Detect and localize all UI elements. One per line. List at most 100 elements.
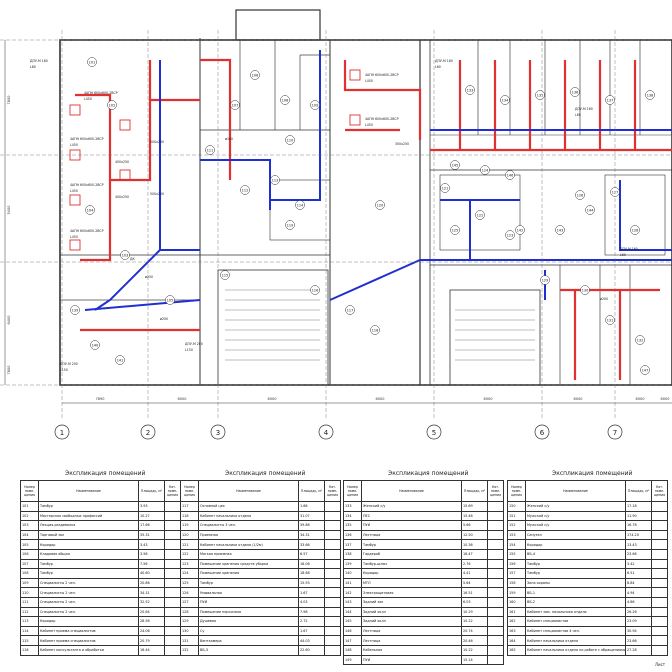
table-header-cell: Номер поме-щения [20,480,39,502]
table-cell [324,644,341,656]
room-number: 103 [122,253,128,257]
table-header-cell: Площадь, м² [298,480,325,502]
table-cell [651,625,668,637]
plan-label: 500х250 [150,140,164,144]
axis-label: 7 [613,429,617,437]
table-cell: Торговый зал [38,529,139,541]
dimension-value: 6000 [376,397,385,401]
plan-label: L60 [620,253,626,257]
plan-label: 4АПН 600х600-2ВСР [70,183,104,187]
table-cell: Кабинет приема специалистов [38,635,139,646]
table-cell [487,529,504,541]
schedule-title: Экспликация помещений [225,470,306,477]
table-cell: ВБ-1 [525,587,626,598]
table-cell: 20.86 [138,577,165,589]
table-cell: ВБ-4 [525,548,626,560]
room-tag: 110 [285,135,295,145]
table-cell: Кладовая общая [38,548,139,560]
table-cell [651,539,668,550]
table-cell: Мужской с/у [525,520,626,531]
table-cell: 142 [343,587,362,598]
plan-label: L150 [185,348,193,352]
table-cell: 137 [343,539,362,550]
table-cell: Мастерская свободных профессий [38,510,139,522]
table-cell: 118 [180,510,199,522]
room-number: 132 [637,338,643,342]
dimension-value: 6000 [178,397,187,401]
table-cell: 15.46 [461,510,488,522]
table-header-cell: Номер поме-щения [507,480,526,502]
dimension-value: 5400 [7,206,11,215]
diffusers [69,69,361,251]
table-cell: Специалисты 2 чел. [38,587,139,598]
table-cell: 3.56 [138,548,165,560]
table-cell [651,577,668,589]
plan-label: 500х250 [150,192,164,196]
table-cell: 116 [20,644,39,656]
room-number: 143 [557,228,563,232]
plan-label: ø160 [225,137,233,141]
table-cell: 10.29 [461,606,488,618]
room-number: 124 [482,168,488,172]
plan-label: 300х250 [395,142,409,146]
dimension-value: 6000 [484,397,493,401]
room-tag: 119 [285,220,295,230]
table-cell: 23.66 [625,635,652,646]
plan-label: L60 [435,65,441,69]
table-cell: 155 [507,548,526,560]
room-tag: 115 [220,270,230,280]
room-number: 126 [577,193,583,197]
table-header-cell: Номер поме-щения [180,480,199,502]
room-number: 141 [117,358,123,362]
table-cell: 164 [507,635,526,646]
plan-label: L450 [70,235,78,239]
room-tag: 143 [555,225,565,235]
table-cell: Тамбур [361,539,462,550]
table-cell: ВБ-3 [198,644,299,656]
table-cell: 174.20 [625,529,652,541]
sheet-note: Лист [655,662,666,667]
table-cell [487,548,504,560]
room-number: 128 [632,228,638,232]
table-cell: 114 [20,625,39,637]
table-cell: 3.42 [625,558,652,570]
table-cell [651,548,668,560]
table-cell [164,606,181,618]
table-cell: 107 [20,558,39,570]
ventilation-floor-plan: 4АПН 600х600-2ВСР L450 4АПН 600х600-2ВСР L4… [0,9,672,440]
room-tag: 147 [640,365,650,375]
table-cell: 108 [20,568,39,579]
room-number: 104 [87,208,93,212]
plan-label: 4АПН 600х600-2ВСР [365,117,399,121]
plan-label: L60 [30,65,36,69]
table-header-cell: Кат. поме-щения [164,480,181,502]
table-cell [164,596,181,608]
table-cell: 4.86 [625,596,652,608]
table-header-cell: Наименование [361,480,462,502]
room-tag: 111 [205,145,215,155]
room-tag: 137 [605,95,615,105]
plan-label: L60 [575,113,581,117]
plan-label: L450 [365,123,373,127]
table-cell: 13.43 [625,539,652,550]
room-number: 138 [647,93,653,97]
table-cell: МТЛ [361,577,462,589]
table-cell: 131 [180,635,199,646]
plan-label: 400х250 [115,160,129,164]
